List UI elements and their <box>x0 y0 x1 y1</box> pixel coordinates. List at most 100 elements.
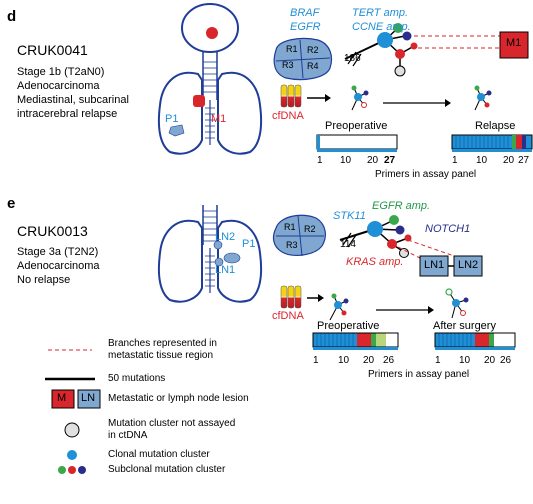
region-r1-e: R1 <box>284 222 296 232</box>
legend-subclonal-navy <box>78 466 86 474</box>
primer-bar-preop-d <box>316 134 398 152</box>
ln1-box-label-e: LN1 <box>424 259 445 271</box>
tick-27-preop-d: 27 <box>384 155 396 166</box>
ln2-node-e <box>213 240 223 250</box>
driver-kras-e: KRAS amp. <box>346 256 404 268</box>
tumor-regions-d <box>273 37 333 81</box>
case-info-d-1: Stage 1b (T2aN0) <box>17 66 105 78</box>
legend-branches-text: Branches represented in metastatic tissu… <box>108 338 217 361</box>
lesion-label-p1-d: P1 <box>165 113 179 125</box>
brain-metastasis-d <box>206 27 218 39</box>
primer-bar-relapse-d <box>451 134 533 152</box>
tick-20-preop-d: 20 <box>367 155 379 166</box>
mini-tree-relapse-d <box>474 85 492 111</box>
legend-not-assayed-text: Mutation cluster not assayed in ctDNA <box>108 418 236 441</box>
legend-scale-text: 50 mutations <box>108 373 166 384</box>
legend-ln-label: LN <box>81 392 96 404</box>
legend-clonal-icon <box>67 450 77 460</box>
cfdna-tubes-d <box>280 84 302 108</box>
legend-subclonal-text: Subclonal mutation cluster <box>108 464 226 475</box>
panel-label-e: e <box>7 195 16 212</box>
region-r3-e: R3 <box>286 240 298 250</box>
subclonal-red2-d <box>410 42 418 50</box>
left-lung-e <box>157 219 203 303</box>
tick-10-after-e: 10 <box>459 355 471 366</box>
legend-m-label: M <box>57 392 67 404</box>
driver-stk11-e: STK11 <box>333 210 366 222</box>
subclonal-navy-d <box>402 31 412 41</box>
legend-ln-box <box>77 389 101 409</box>
m1-box-d <box>499 31 529 59</box>
tick-27-relapse-d: 27 <box>518 155 530 166</box>
clonal-cluster-d <box>377 32 393 48</box>
axis-label-d: Primers in assay panel <box>375 169 477 180</box>
tick-20-relapse-d: 20 <box>503 155 515 166</box>
timepoint-preop-d: Preoperative <box>325 120 388 132</box>
legend-not-assayed-icon <box>64 422 80 438</box>
mini-tree-after-e <box>445 288 469 319</box>
tick-20-after-e: 20 <box>484 355 496 366</box>
primary-tumor-e <box>223 252 241 264</box>
tick-10-preop-e: 10 <box>338 355 350 366</box>
driver-egfr-d: EGFR <box>290 21 321 33</box>
primer-bar-after-e <box>434 332 516 350</box>
timepoint-after-e: After surgery <box>433 320 496 332</box>
case-info-d-2: Adenocarcinoma <box>17 80 100 92</box>
mediastinal-metastasis-d <box>193 95 205 107</box>
ln2-box-label-e: LN2 <box>458 259 479 271</box>
case-id-d: CRUK0041 <box>17 42 88 58</box>
timepoint-preop-e: Preoperative <box>317 320 380 332</box>
legend-subclonal-green <box>58 466 66 474</box>
cfdna-tubes-e <box>280 285 302 309</box>
subclonal-red2-e <box>404 234 412 242</box>
m1-box-label-d: M1 <box>506 37 522 49</box>
driver-notch1-e: NOTCH1 <box>425 223 471 235</box>
not-assayed-d <box>394 65 406 77</box>
cfdna-label-d: cfDNA <box>272 110 304 122</box>
region-r3-d: R3 <box>282 60 294 70</box>
region-r4-d: R4 <box>307 61 319 71</box>
subclonal-green-d <box>393 23 403 33</box>
subclonal-green-e <box>389 215 399 225</box>
legend-subclonal-red <box>68 466 76 474</box>
subclonal-red-d <box>395 49 405 59</box>
tick-10-relapse-d: 10 <box>476 155 488 166</box>
mini-tree-preop-e <box>329 293 349 321</box>
tick-1-preop-e: 1 <box>313 355 319 366</box>
legend-clonal-text: Clonal mutation cluster <box>108 449 210 460</box>
timepoint-relapse-d: Relapse <box>475 120 516 132</box>
tick-10-preop-d: 10 <box>340 155 352 166</box>
driver-egfr-e: EGFR amp. <box>372 200 431 212</box>
cfdna-label-e: cfDNA <box>272 310 304 322</box>
tick-1-after-e: 1 <box>435 355 441 366</box>
case-info-e-1: Stage 3a (T2N2) <box>17 246 99 258</box>
subclonal-navy-e <box>395 225 405 235</box>
trunk-length-d: 186 <box>344 53 361 64</box>
mini-tree-preop-d <box>351 85 369 111</box>
primer-bar-preop-e <box>312 332 399 350</box>
legend-m-box <box>51 389 75 409</box>
ln2-box-e <box>453 255 483 277</box>
trachea-d <box>202 52 218 100</box>
case-info-e-2: Adenocarcinoma <box>17 260 100 272</box>
trunk-length-e: 114 <box>340 239 356 250</box>
case-info-d-3: Mediastinal, subcarinal <box>17 94 129 106</box>
driver-braf-d: BRAF <box>290 7 320 19</box>
case-id-e: CRUK0013 <box>17 223 88 239</box>
region-r2-d: R2 <box>307 45 319 55</box>
case-info-d-4: intracerebral relapse <box>17 108 118 120</box>
driver-tert-d: TERT amp. <box>352 7 409 19</box>
primary-tumor-d <box>168 124 185 137</box>
legend-lesion-text: Metastatic or lymph node lesion <box>108 393 249 404</box>
ln1-node-e <box>214 257 224 267</box>
lesion-label-ln2-e: LN2 <box>215 231 236 243</box>
tick-1-relapse-d: 1 <box>452 155 458 166</box>
right-lung-d <box>217 71 263 155</box>
region-r2-e: R2 <box>304 224 316 234</box>
right-lung-e <box>217 219 263 303</box>
case-info-e-3: No relapse <box>17 274 71 286</box>
tick-20-preop-e: 20 <box>363 355 375 366</box>
axis-label-e: Primers in assay panel <box>368 369 470 380</box>
lesion-label-m1-d: M1 <box>211 113 227 125</box>
